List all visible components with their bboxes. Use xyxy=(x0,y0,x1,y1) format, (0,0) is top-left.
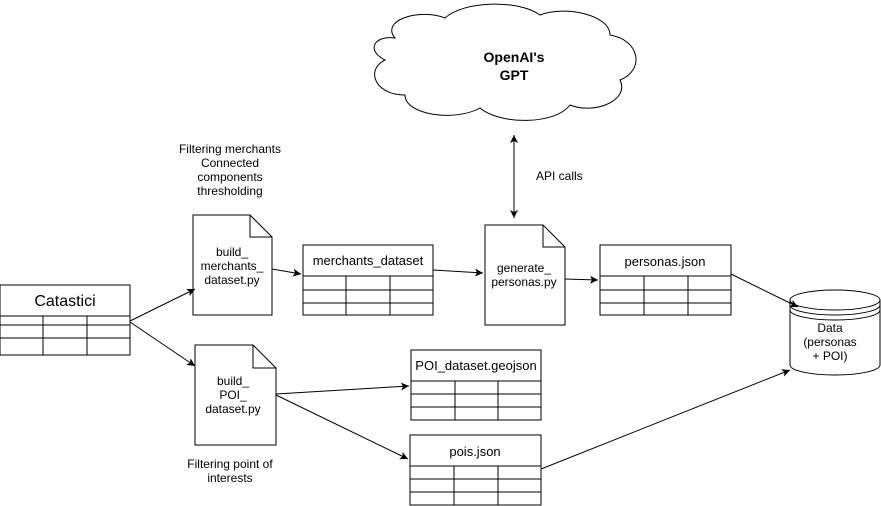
arrow-generate-to-personas xyxy=(564,275,599,284)
generate-personas-script: generate_ personas.py xyxy=(484,224,566,326)
generate-line: personas.py xyxy=(491,275,556,289)
filter-merchants-line: Filtering merchants xyxy=(179,142,281,156)
build-merchants-line: dataset.py xyxy=(204,273,259,287)
filter-merchants-line: Connected xyxy=(201,156,259,170)
data-store-line: + POI) xyxy=(812,349,847,363)
filter-merchants-line: thresholding xyxy=(197,184,262,198)
arrow-build-poi-to-pois-json xyxy=(275,394,409,460)
build-merchants-line: merchants_ xyxy=(201,259,264,273)
poi-geojson-title: POI_dataset.geojson xyxy=(415,358,536,373)
data-store-cylinder: Data (personas + POI) xyxy=(789,289,881,376)
pois-json-title: pois.json xyxy=(449,444,500,459)
poi-geojson-table: POI_dataset.geojson xyxy=(410,349,542,421)
filter-merchants-note: Filtering merchants Connected components… xyxy=(179,142,281,198)
filter-merchants-line: components xyxy=(197,170,262,184)
openai-gpt-cloud: OpenAI's GPT xyxy=(373,3,637,121)
data-store-line: (personas xyxy=(803,335,856,349)
build-poi-line: dataset.py xyxy=(205,402,260,416)
catastici-table: Catastici xyxy=(0,284,131,356)
arrow-pois-json-to-data xyxy=(540,369,791,470)
build-poi-script: build_ POI_ dataset.py xyxy=(194,344,277,446)
arrow-build-poi-to-geojson xyxy=(275,382,410,395)
merchants-dataset-title: merchants_dataset xyxy=(313,253,424,268)
cloud-title-line2: GPT xyxy=(500,67,529,83)
personas-json-table: personas.json xyxy=(599,244,732,316)
generate-line: generate_ xyxy=(497,261,551,275)
personas-json-title: personas.json xyxy=(625,254,706,269)
build-merchants-line: build_ xyxy=(216,245,248,259)
arrow-build-merchants-to-dataset xyxy=(271,268,302,277)
merchants-dataset-table: merchants_dataset xyxy=(302,244,434,316)
cloud-title-line1: OpenAI's xyxy=(484,49,545,65)
build-merchants-script: build_ merchants_ dataset.py xyxy=(192,214,273,316)
filter-poi-line: Filtering point of xyxy=(187,457,273,471)
arrow-personas-to-data xyxy=(730,273,799,308)
arrow-dataset-to-generate xyxy=(432,268,484,277)
arrow-catastici-to-build-merchants xyxy=(129,288,196,322)
pois-json-table: pois.json xyxy=(409,434,542,506)
build-poi-line: POI_ xyxy=(219,388,247,402)
api-calls-label: API calls xyxy=(536,169,583,183)
arrow-catastici-to-build-poi xyxy=(129,321,196,367)
catastici-title: Catastici xyxy=(34,293,95,310)
data-store-line: Data xyxy=(817,321,843,335)
filter-poi-note: Filtering point of interests xyxy=(187,457,273,485)
filter-poi-line: interests xyxy=(207,471,252,485)
build-poi-line: build_ xyxy=(217,374,249,388)
